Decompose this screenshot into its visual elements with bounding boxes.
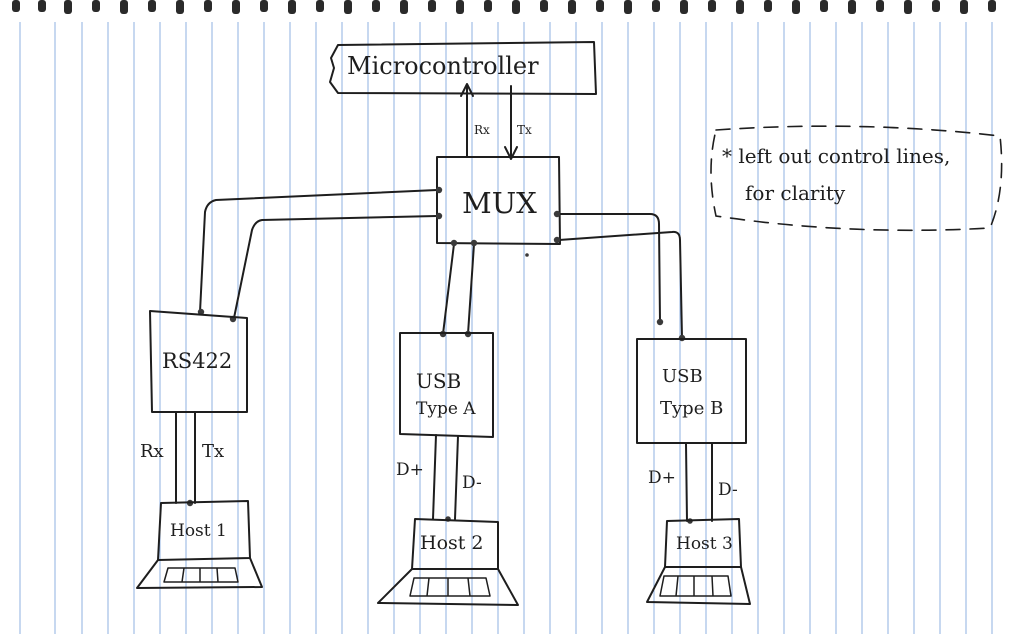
mux-rs422-wires [199,189,438,319]
usb-type-b-line-2: Type B [660,398,723,419]
note-outline [710,125,1003,232]
usb-type-a-outline [399,332,494,438]
rs422-host1-wires: Rx Tx [140,412,224,504]
rs422-outline [149,310,248,413]
usb-type-b-block: USB Type B [636,338,747,444]
usb-b-dplus-label: D+ [648,468,676,488]
rs422-tx-label: Tx [202,441,224,462]
host-1-laptop: Host 1 [136,500,263,589]
note-line-1: * left out control lines, [722,144,950,168]
host-2-keyboard [409,577,491,597]
host-3-base [646,566,751,605]
mux-usb-a-wires [442,243,475,335]
host-2-laptop: Host 2 [377,518,519,606]
usb-type-a-line-1: USB [416,369,461,393]
spiral-binding [12,0,996,14]
host-2-base [377,568,519,606]
host-1-base [136,557,263,589]
host-3-label: Host 3 [676,534,733,554]
usb-type-a-block: USB Type A [399,332,494,438]
usb-a-dminus-label: D- [462,473,482,493]
microcontroller-outline [329,41,597,95]
host-1-label: Host 1 [170,521,227,541]
rs422-rx-label: Rx [140,441,164,462]
rs422-label: RS422 [162,349,232,373]
uc-tx-label: Tx [517,123,532,137]
host-3-keyboard [659,575,732,597]
uc-mux-link: Rx Tx [460,83,532,160]
microcontroller-label: Microcontroller [347,52,539,80]
mux-label: MUX [462,186,537,220]
host-1-keyboard [163,567,239,583]
mux-usb-b-wires [558,213,683,339]
note-line-2: for clarity [745,181,846,205]
usb-a-dplus-label: D+ [396,460,424,480]
usb-type-a-line-2: Type A [416,399,476,419]
control-lines-note: * left out control lines, for clarity [710,125,1003,232]
host-3-laptop: Host 3 [646,518,751,605]
connection-dots [186,186,693,524]
notebook-rules [19,22,993,634]
microcontroller-block: Microcontroller [329,41,597,95]
rs422-block: RS422 [149,310,248,413]
usb-b-dminus-label: D- [718,480,738,500]
usb-b-host3-wires: D+ D- [648,443,738,522]
usb-type-b-outline [636,338,747,444]
usb-type-b-line-1: USB [662,366,703,387]
usb-a-host2-wires: D+ D- [396,434,482,520]
host-2-label: Host 2 [420,532,484,554]
uc-rx-label: Rx [474,123,490,137]
